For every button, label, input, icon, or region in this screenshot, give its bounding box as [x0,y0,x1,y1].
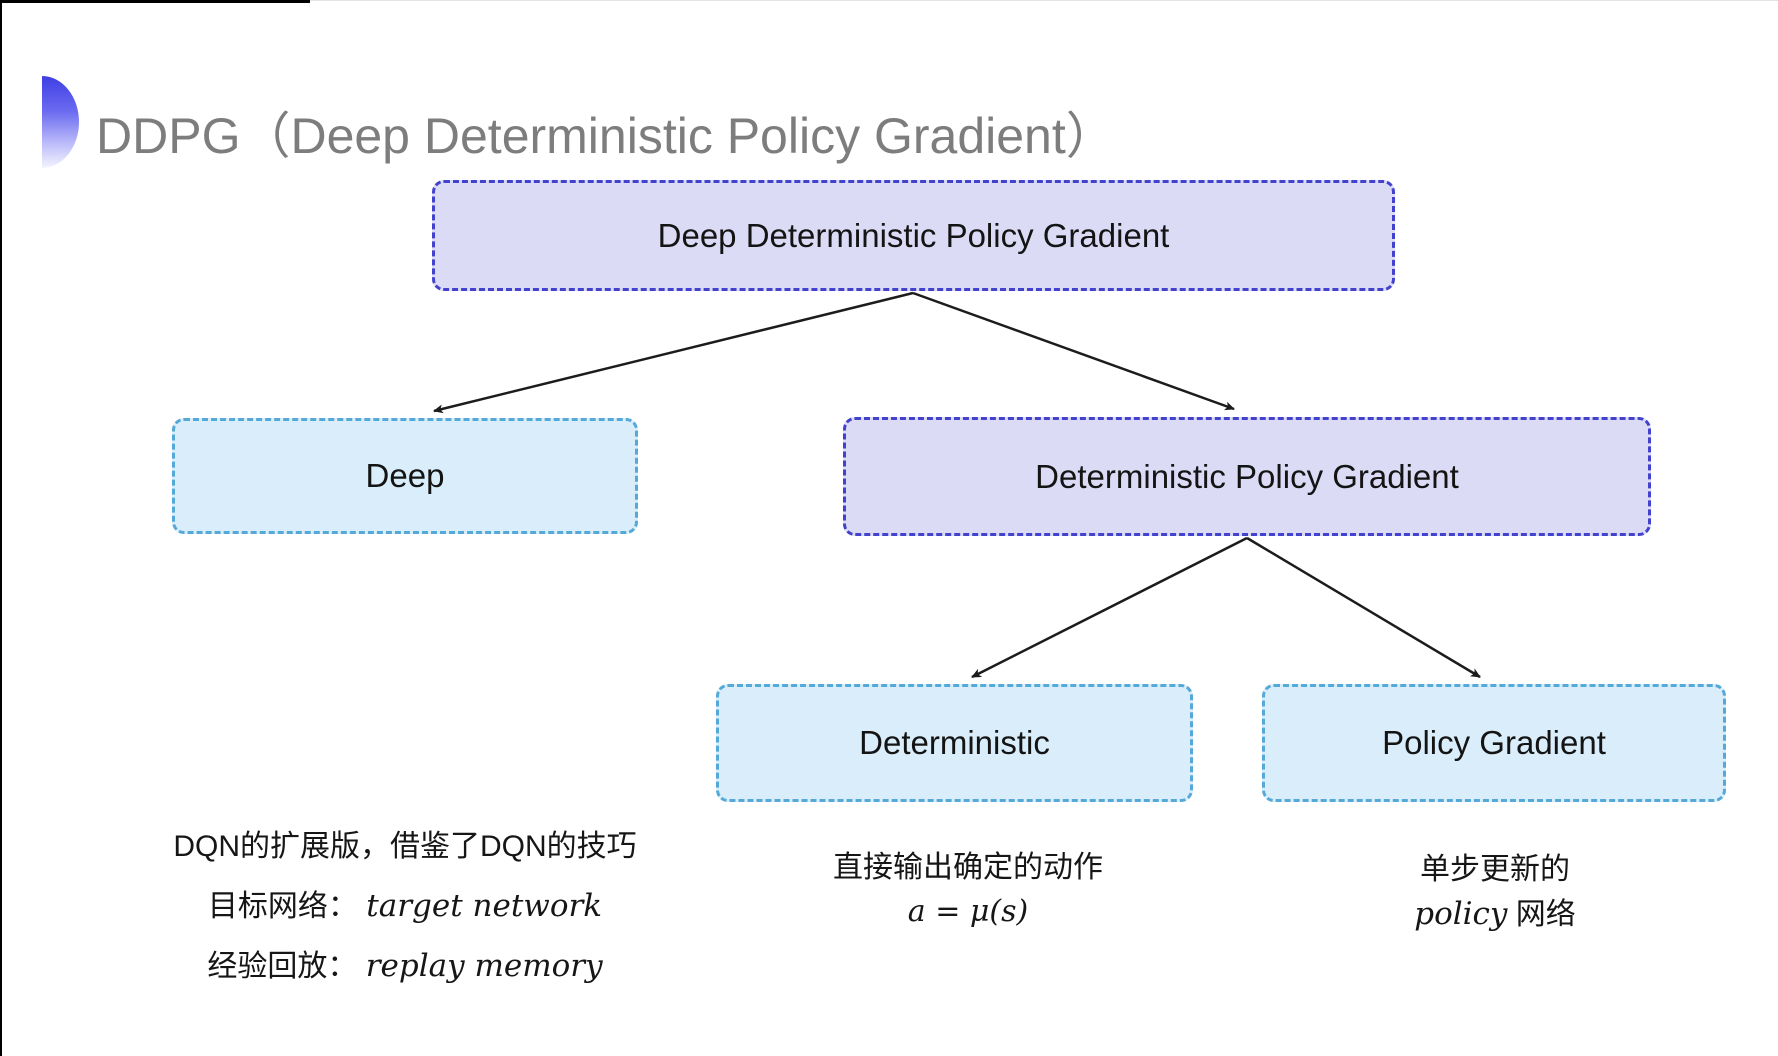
note-deep-line2-label: 目标网络： [207,890,358,923]
note-deep-line2: 目标网络： target network [118,883,692,930]
node-deterministic-label: Deterministic [859,724,1050,761]
note-deterministic-line1: 直接输出确定的动作 [833,851,1103,884]
note-policy-gradient: 单步更新的 policy 网络 [1330,848,1660,937]
node-policy-gradient-label: Policy Gradient [1382,724,1606,761]
note-deep-line1: DQN的扩展版，借鉴了DQN的技巧 [173,830,637,863]
arrow-dpg-to-deterministic [971,536,1248,679]
note-deep-line3: 经验回放： replay memory [118,943,692,990]
node-policy-gradient: Policy Gradient [1262,684,1726,802]
note-deterministic: 直接输出确定的动作 a = μ(s) [790,846,1146,934]
note-deep-line3-label: 经验回放： [207,950,358,983]
node-deterministic: Deterministic [716,684,1193,802]
node-deep: Deep [172,418,638,534]
arrow-root-to-dpg [912,291,1235,411]
node-dpg-label: Deterministic Policy Gradient [1035,457,1459,495]
left-border [0,0,2,1056]
page-title: DDPG（Deep Deterministic Policy Gradient） [96,107,1116,164]
note-policy-gradient-rest: 网络 [1507,898,1576,931]
arrow-root-to-deep [433,291,914,414]
node-deep-label: Deep [365,457,445,494]
note-deterministic-formula: a = μ(s) [907,894,1029,929]
title-bullet-icon [42,76,79,168]
note-policy-gradient-line1: 单步更新的 [1420,853,1570,886]
node-root: Deep Deterministic Policy Gradient [432,180,1395,291]
note-policy-gradient-term: policy [1414,896,1508,932]
note-deep-line3-term: replay memory [365,948,603,984]
note-deep-line2-term: target network [366,888,603,924]
top-hairline [0,0,1778,1]
arrow-dpg-to-policy-gradient [1246,536,1481,679]
top-border-segment [0,0,310,3]
node-root-label: Deep Deterministic Policy Gradient [657,216,1170,254]
note-deep: DQN的扩展版，借鉴了DQN的技巧 目标网络： target network 经… [118,824,692,1003]
node-deterministic-policy-gradient: Deterministic Policy Gradient [843,417,1651,536]
note-policy-gradient-line2: policy 网络 [1330,892,1660,937]
